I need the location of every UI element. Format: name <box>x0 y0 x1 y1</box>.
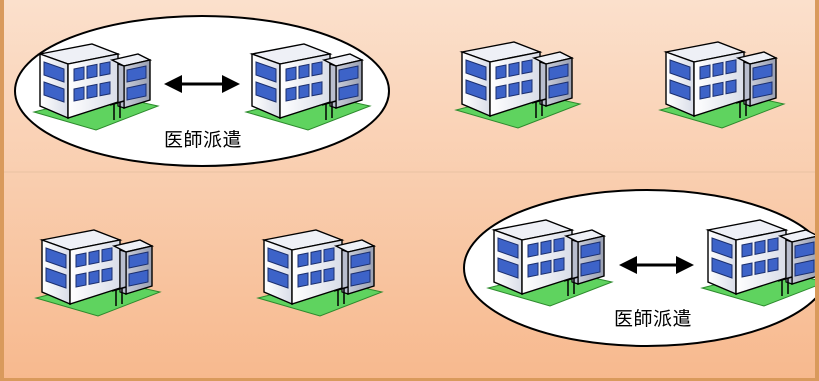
building-icon <box>244 43 372 131</box>
buildings <box>32 41 815 317</box>
building-icon <box>34 229 162 317</box>
doctor-dispatch-label-1: 医師派遣 <box>164 129 243 151</box>
diagram-svg <box>4 0 815 378</box>
building-icon <box>486 219 614 307</box>
double-arrow-icon <box>164 75 240 93</box>
doctor-dispatch-label-2: 医師派遣 <box>614 308 693 330</box>
building-icon <box>256 229 384 317</box>
building-icon <box>454 41 582 129</box>
arrows <box>164 75 694 274</box>
building-icon <box>32 43 160 131</box>
double-arrow-icon <box>619 256 694 274</box>
building-icon <box>700 219 815 307</box>
building-icon <box>658 41 786 129</box>
